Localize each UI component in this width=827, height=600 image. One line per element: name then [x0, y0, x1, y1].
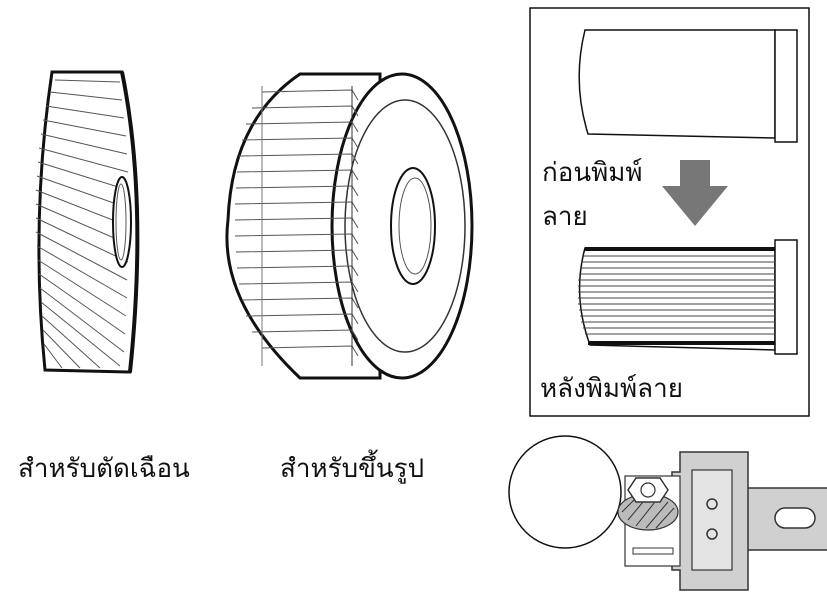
forming-knurl-wheel	[225, 72, 474, 380]
before-label-line2: ลาย	[542, 202, 588, 232]
forming-wheel-label: สำหรับขึ้นรูป	[280, 454, 425, 484]
down-arrow-icon	[662, 160, 728, 226]
before-label-line1: ก่อนพิมพ์	[542, 158, 643, 188]
cutting-wheel-label: สำหรับตัดเฉือน	[18, 454, 190, 484]
after-label: หลังพิมพ์ลาย	[540, 374, 683, 404]
plain-workpiece	[578, 29, 798, 143]
before-after-panel	[529, 7, 810, 417]
knurled-workpiece	[578, 239, 798, 355]
cutting-knurl-wheel	[35, 70, 140, 374]
knurling-tool	[508, 435, 827, 591]
